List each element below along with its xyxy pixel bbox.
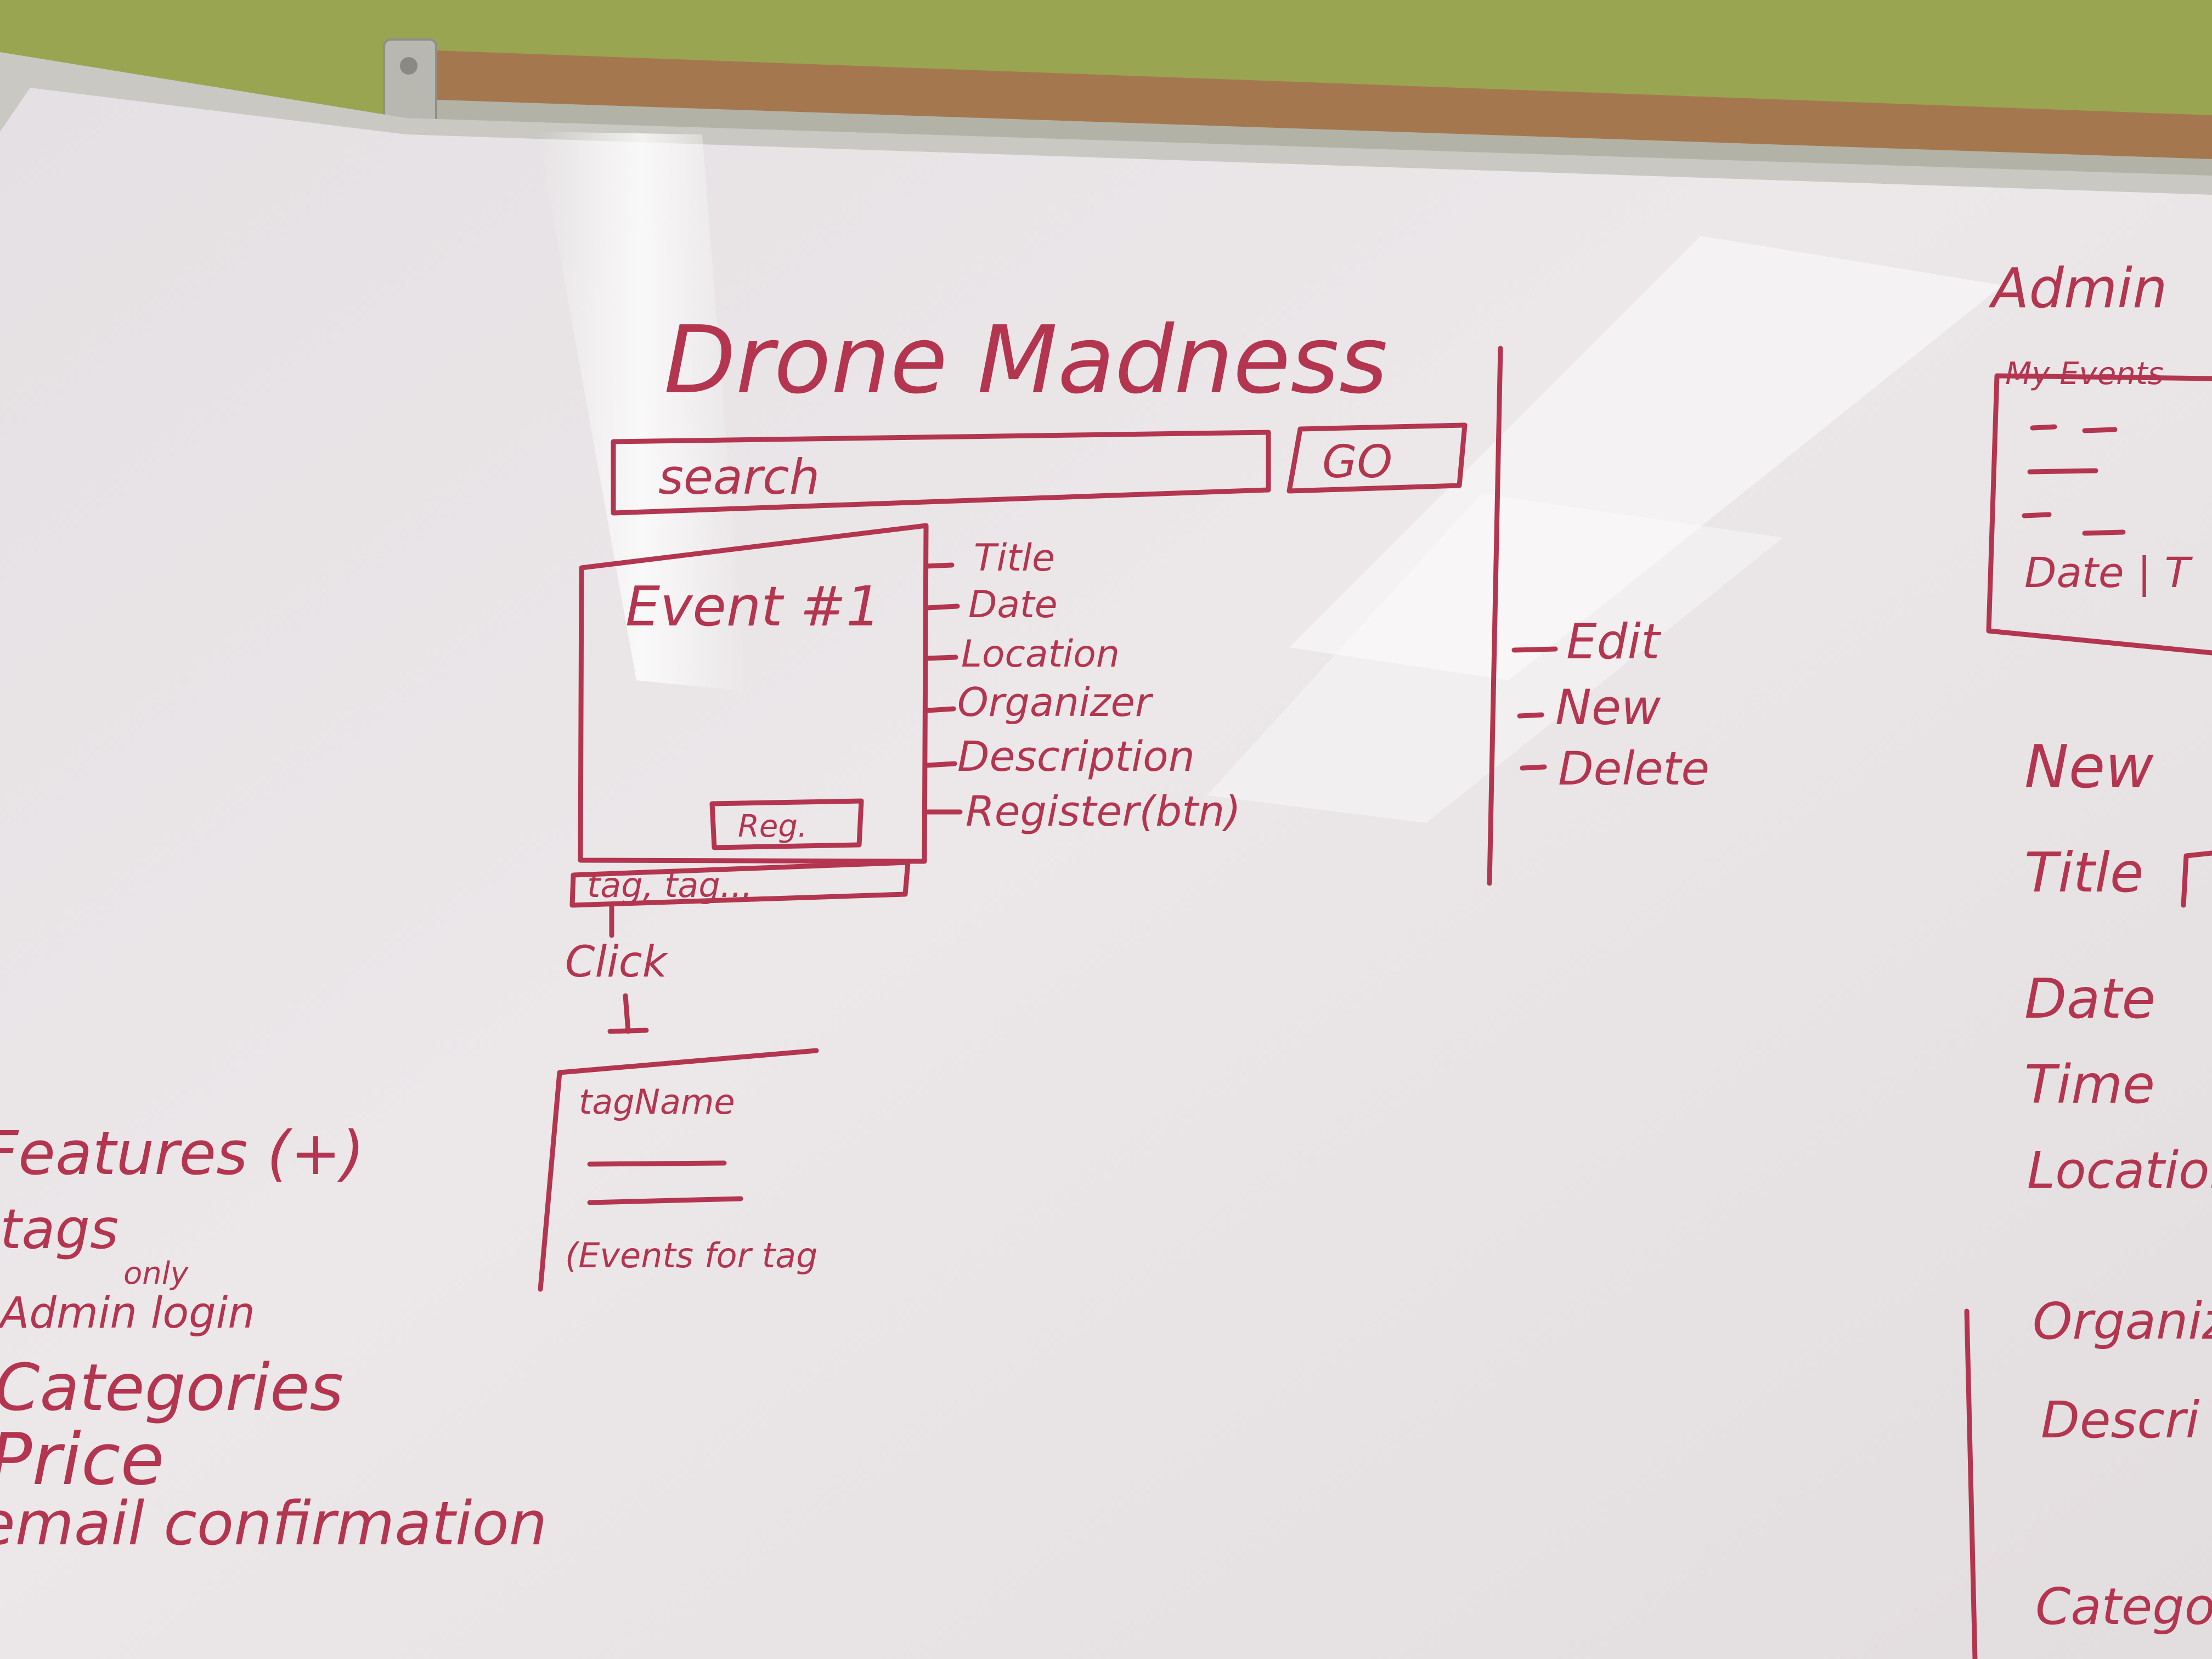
feature-price: Price (0, 1418, 164, 1501)
glare (538, 132, 746, 691)
down-arrow-icon (623, 993, 631, 1034)
action-tick (1520, 764, 1547, 771)
admin-panel (1986, 373, 2212, 656)
tag-panel-line (587, 1196, 743, 1205)
form-categories: Catego (2035, 1577, 2212, 1636)
action-tick (1517, 712, 1544, 719)
admin-line (2022, 512, 2052, 518)
feature-tags: tags (0, 1197, 119, 1261)
field-location: Location (961, 633, 1120, 676)
glare (1289, 236, 2002, 680)
board-surface (0, 88, 2212, 1659)
action-new: New (1555, 679, 1661, 736)
title-field (2181, 850, 2212, 908)
admin-line (2082, 529, 2126, 536)
click-label: Click (565, 938, 669, 987)
screw-icon (400, 57, 417, 75)
feature-email: email confirmation (0, 1488, 547, 1559)
field-organizer: Organizer (957, 679, 1154, 725)
admin-line (2030, 424, 2057, 431)
search-input[interactable] (611, 430, 1271, 516)
form-location: Location (2027, 1141, 2212, 1200)
admin-line (2027, 468, 2098, 475)
tag-name-label: tagName (579, 1082, 735, 1122)
event-card[interactable] (578, 523, 929, 864)
form-organizer: Organizer (2033, 1292, 2212, 1351)
field-date: Date (968, 583, 1058, 627)
admin-title: Admin (1988, 256, 2167, 320)
tag-panel-caption: (Events for tag (565, 1235, 817, 1276)
field-tick (924, 706, 956, 713)
form-date: Date (2024, 967, 2155, 1031)
register-button[interactable] (709, 798, 864, 850)
field-tick (924, 654, 958, 661)
admin-date-label: Date | T (2024, 548, 2193, 597)
field-title: Title (974, 537, 1055, 580)
cork-rail (406, 99, 2212, 176)
tags-bar[interactable] (569, 860, 911, 908)
form-divider (1964, 1308, 1978, 1659)
tag-panel-line (587, 1160, 727, 1167)
tags-label: tag, tag... (587, 865, 753, 905)
feature-admin-login: Admin login (0, 1289, 255, 1338)
go-label: GO (1322, 436, 1392, 488)
field-tick (923, 562, 955, 569)
form-time: Time (2024, 1054, 2155, 1115)
search-label: search (658, 449, 820, 505)
action-delete: Delete (1558, 742, 1709, 795)
go-button[interactable] (1286, 422, 1468, 494)
divider (1487, 346, 1503, 886)
action-edit: Edit (1566, 613, 1662, 670)
cork-strip (406, 49, 2212, 159)
admin-my-events: My Events (2005, 356, 2164, 392)
action-tick (1511, 646, 1558, 653)
feature-categories: Categories (0, 1350, 343, 1425)
down-arrow-icon (607, 1028, 649, 1034)
form-new: New (2024, 733, 2154, 802)
feature-only-note: only (123, 1256, 189, 1291)
form-description: Descri (2041, 1391, 2200, 1449)
field-register: Register(btn) (966, 787, 1241, 836)
app-title: Drone Madness (664, 306, 1387, 415)
field-tick (924, 761, 957, 768)
tag-panel[interactable] (538, 1048, 819, 1292)
features-heading: Features (+) (0, 1118, 364, 1188)
event-card-title: Event #1 (625, 574, 881, 639)
admin-line (2082, 427, 2118, 433)
field-tick (924, 603, 960, 611)
form-title: Title (2024, 840, 2143, 905)
field-description: Description (957, 732, 1195, 781)
register-button-label: Reg. (738, 809, 808, 844)
